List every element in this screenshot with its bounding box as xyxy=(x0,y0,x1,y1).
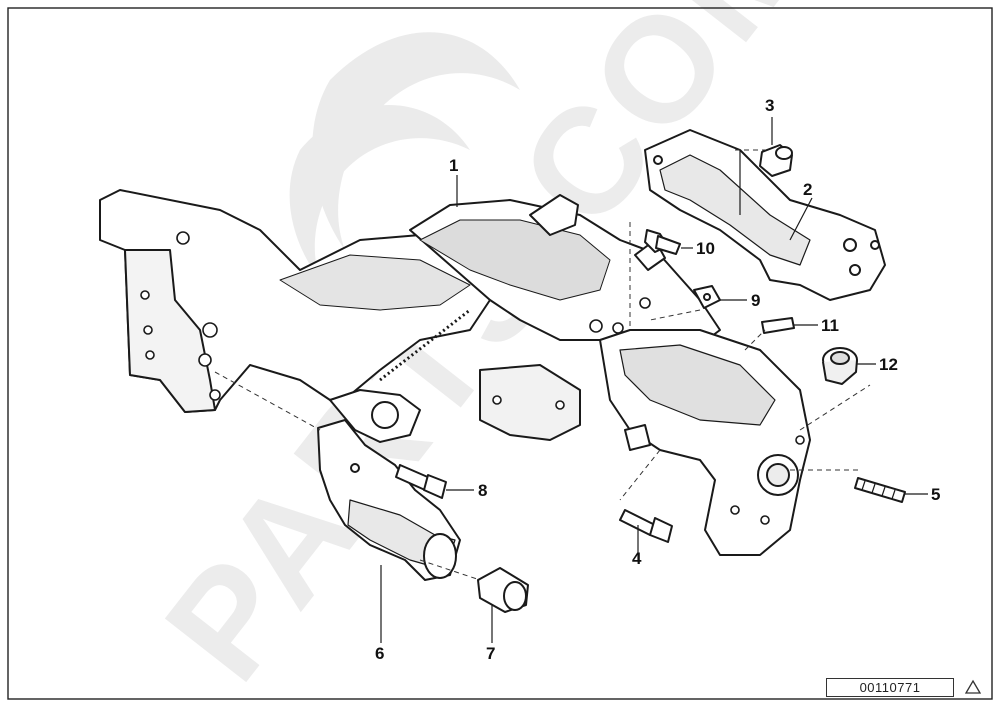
part-4-bolt xyxy=(619,509,673,543)
callout-4: 4 xyxy=(632,549,642,568)
part-2-bracket xyxy=(644,129,886,301)
warning-triangle-icon xyxy=(965,679,981,694)
leader-lines xyxy=(380,117,928,643)
callout-3: 3 xyxy=(765,96,775,115)
part-12-grommet xyxy=(822,347,858,385)
callout-12: 12 xyxy=(879,355,898,374)
callout-11: 11 xyxy=(821,316,839,335)
callout-2: 2 xyxy=(803,180,813,199)
assembly-lines xyxy=(214,149,871,581)
diagram-border xyxy=(7,7,993,700)
part-10-screw xyxy=(644,229,681,255)
callout-6: 6 xyxy=(375,644,385,663)
part-9-clip-nut xyxy=(693,285,721,309)
part-11-pin xyxy=(761,317,795,334)
part-8-bolt xyxy=(395,464,447,499)
callout-5: 5 xyxy=(931,485,941,504)
callout-9: 9 xyxy=(751,291,761,310)
part-7-bush xyxy=(477,567,529,613)
part-6-guard xyxy=(317,419,461,581)
part-5-stud xyxy=(854,477,906,503)
callout-8: 8 xyxy=(478,481,488,500)
reference-number: 00110771 xyxy=(826,678,954,697)
callout-1: 1 xyxy=(449,156,459,175)
part-1-main-frame xyxy=(99,189,811,556)
callout-7: 7 xyxy=(486,644,496,663)
callout-10: 10 xyxy=(696,239,715,258)
part-3-bush xyxy=(759,144,793,177)
